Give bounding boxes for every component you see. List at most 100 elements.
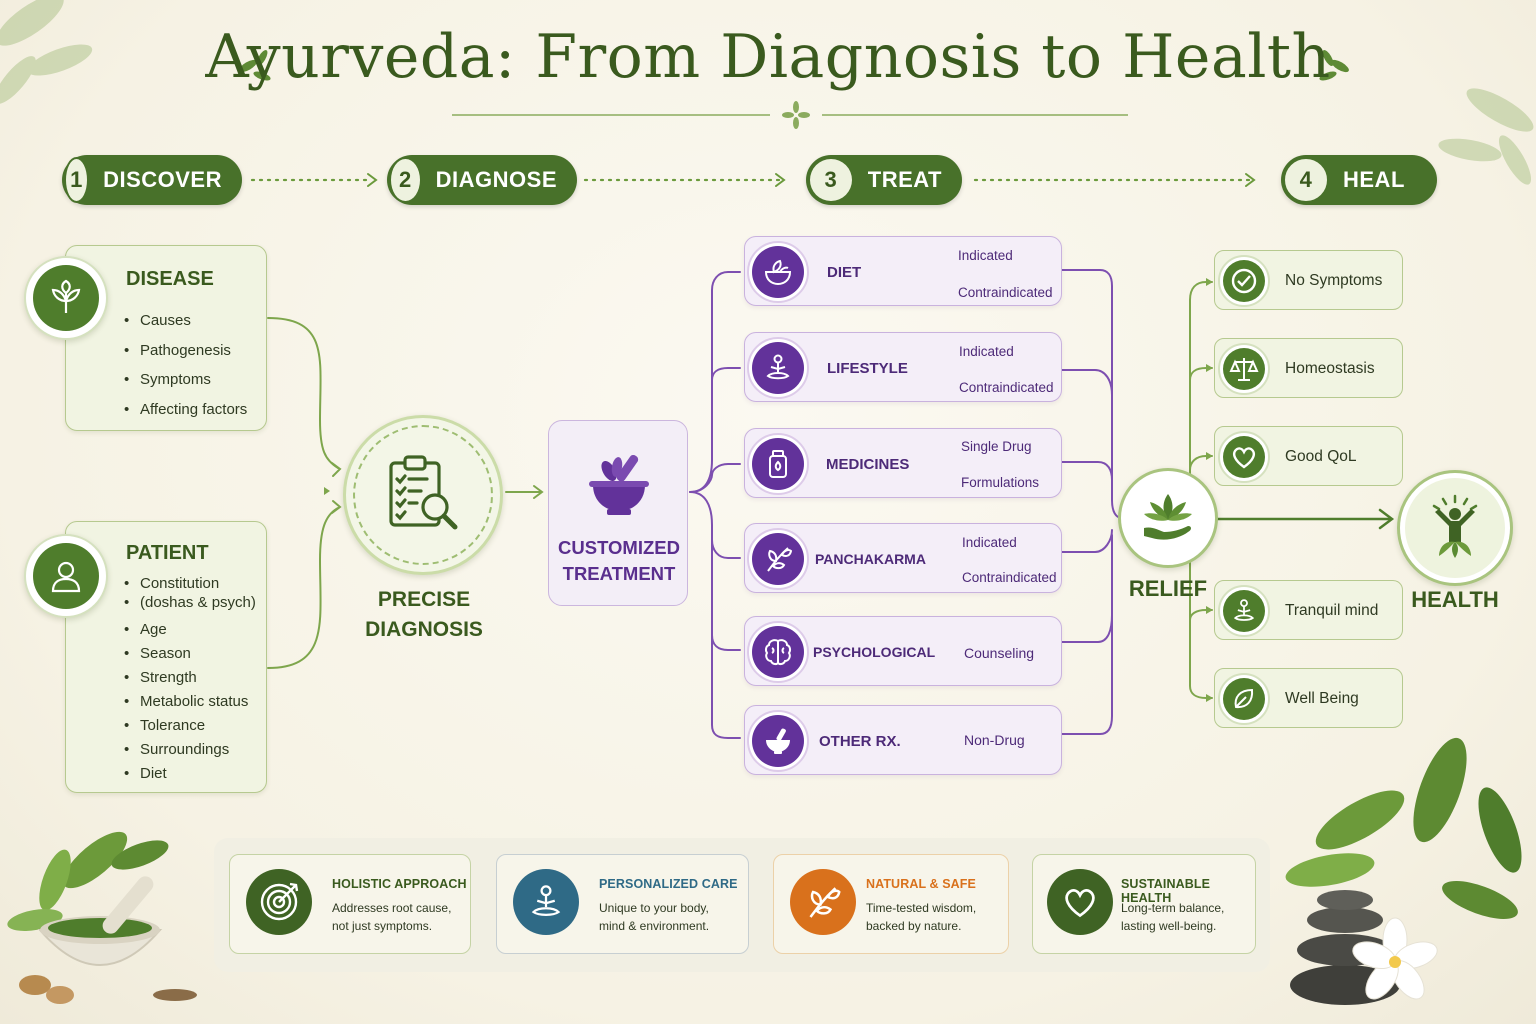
- outcome-label: Tranquil mind: [1285, 602, 1379, 619]
- step-number: 1: [64, 157, 90, 203]
- step-number: 3: [808, 157, 854, 203]
- list-item: Age: [124, 618, 256, 642]
- list-item: Causes: [124, 306, 247, 336]
- list-item: Tolerance: [124, 714, 256, 738]
- card-line2: mind & environment.: [599, 919, 710, 933]
- meditation-icon: [747, 337, 809, 399]
- disease-list: Causes Pathogenesis Symptoms Affecting f…: [124, 306, 247, 424]
- page-title: Ayurveda: From Diagnosis to Health: [205, 22, 1331, 92]
- treatment-label: DIET: [827, 263, 862, 281]
- treatment-sub: Non-Drug: [964, 732, 1025, 748]
- treatment-box: CUSTOMIZED TREATMENT: [548, 420, 688, 606]
- treatment-sub: Indicated: [958, 248, 1013, 263]
- outcome-homeostasis: Homeostasis: [1214, 338, 1403, 398]
- treatment-sub: Single Drug: [961, 439, 1032, 454]
- step-number: 2: [389, 157, 422, 203]
- treatment-sub: Formulations: [961, 475, 1040, 490]
- step-label: DIAGNOSE: [435, 167, 557, 192]
- card-line1: Addresses root cause,: [332, 901, 452, 915]
- card-line1: Long-term balance,: [1121, 901, 1225, 915]
- plant-sprout-icon: [24, 256, 108, 340]
- step-heal: 4 HEAL: [1281, 155, 1437, 205]
- treatment-sub: Contraindicated: [958, 285, 1053, 300]
- treatment-row-lifestyle: LIFESTYLE Indicated Contraindicated: [744, 332, 1062, 402]
- card-description: Addresses root cause, not just symptoms.: [332, 899, 472, 935]
- treatment-label: PANCHAKARMA: [815, 551, 926, 567]
- step-label: DISCOVER: [103, 167, 222, 192]
- meditation-icon: [1218, 585, 1270, 637]
- treatment-label: CUSTOMIZED TREATMENT: [549, 535, 689, 587]
- relief-label: RELIEF: [1128, 576, 1208, 601]
- leaf-branch-icon: [747, 528, 809, 590]
- card-title: SUSTAINABLE HEALTH: [1121, 877, 1211, 905]
- list-item-continuation: (doshas & psych): [124, 593, 256, 612]
- outcome-tranquil-mind: Tranquil mind: [1214, 580, 1403, 640]
- card-personalized: PERSONALIZED CARE Unique to your body, m…: [496, 854, 749, 954]
- mortar-pestle-icon: [579, 445, 659, 530]
- person-icon: [24, 534, 108, 618]
- outcome-label: Homeostasis: [1285, 360, 1375, 377]
- outcome-label: No Symptoms: [1285, 272, 1383, 289]
- diagnosis-label: PRECISE DIAGNOSIS: [344, 585, 504, 645]
- step-treat: 3 TREAT: [806, 155, 962, 205]
- check-circle-icon: [1218, 255, 1270, 307]
- target-icon: [246, 869, 312, 935]
- step-label: TREAT: [867, 167, 942, 192]
- card-line2: not just symptoms.: [332, 919, 433, 933]
- person-raised-arms-icon: [1397, 470, 1513, 586]
- step-label: HEAL: [1343, 167, 1405, 192]
- medicine-bottle-icon: [747, 433, 809, 495]
- leaves-icon: [790, 869, 856, 935]
- card-holistic: HOLISTIC APPROACH Addresses root cause, …: [229, 854, 471, 954]
- outcome-good-qol: Good QoL: [1214, 426, 1403, 486]
- treatment-label-line2: TREATMENT: [562, 563, 676, 584]
- treatment-sub: Indicated: [959, 344, 1014, 359]
- balance-scale-icon: [1218, 343, 1270, 395]
- diagnosis-label-line2: DIAGNOSIS: [365, 618, 483, 641]
- treatment-label-line1: CUSTOMIZED: [558, 537, 680, 558]
- step-discover: 1 DISCOVER: [62, 155, 242, 205]
- bowl-leaf-icon: [747, 241, 809, 303]
- treatment-row-panchakarma: PANCHAKARMA Indicated Contraindicated: [744, 523, 1062, 593]
- treatment-sub: Contraindicated: [959, 380, 1054, 395]
- treatment-row-other: OTHER RX. Non-Drug: [744, 705, 1062, 775]
- leaf-icon: [1218, 673, 1270, 725]
- card-line2: backed by nature.: [866, 919, 962, 933]
- patient-title: PATIENT: [126, 542, 209, 564]
- list-item: Pathogenesis: [124, 336, 247, 366]
- treatment-row-medicines: MEDICINES Single Drug Formulations: [744, 428, 1062, 498]
- card-description: Time-tested wisdom, backed by nature.: [866, 899, 1006, 935]
- treatment-sub: Contraindicated: [962, 570, 1057, 585]
- card-title: HOLISTIC APPROACH: [332, 877, 467, 891]
- list-item: Season: [124, 642, 256, 666]
- heart-icon: [1047, 869, 1113, 935]
- card-line2: lasting well-being.: [1121, 919, 1217, 933]
- health-label: HEALTH: [1411, 587, 1499, 612]
- heart-icon: [1218, 431, 1270, 483]
- treatment-row-psychological: PSYCHOLOGICAL Counseling: [744, 616, 1062, 686]
- outcome-no-symptoms: No Symptoms: [1214, 250, 1403, 310]
- lotus-hand-icon: [1118, 468, 1218, 568]
- step-number: 4: [1283, 157, 1329, 203]
- list-item: Constitution: [124, 574, 256, 593]
- outcome-label: Good QoL: [1285, 448, 1357, 465]
- diagnosis-label-line1: PRECISE: [377, 588, 471, 611]
- treatment-sub: Indicated: [962, 535, 1017, 550]
- brain-icon: [747, 621, 809, 683]
- card-title: NATURAL & SAFE: [866, 877, 976, 891]
- list-item: Metabolic status: [124, 690, 256, 714]
- list-item: Diet: [124, 762, 256, 786]
- card-line1: Unique to your body,: [599, 901, 709, 915]
- treatment-label: PSYCHOLOGICAL: [813, 644, 936, 660]
- outcome-label: Well Being: [1285, 690, 1359, 707]
- treatment-label: MEDICINES: [826, 455, 910, 473]
- disease-title: DISEASE: [126, 268, 214, 290]
- list-item: Strength: [124, 666, 256, 690]
- card-sustainable: SUSTAINABLE HEALTH Long-term balance, la…: [1032, 854, 1256, 954]
- treatment-label: LIFESTYLE: [827, 359, 908, 377]
- disease-box: DISEASE Causes Pathogenesis Symptoms Aff…: [65, 245, 267, 431]
- patient-list: Constitution (doshas & psych) Age Season…: [124, 574, 256, 786]
- treatment-sub: Counseling: [964, 645, 1035, 661]
- card-title: PERSONALIZED CARE: [599, 877, 738, 891]
- list-item: Symptoms: [124, 365, 247, 395]
